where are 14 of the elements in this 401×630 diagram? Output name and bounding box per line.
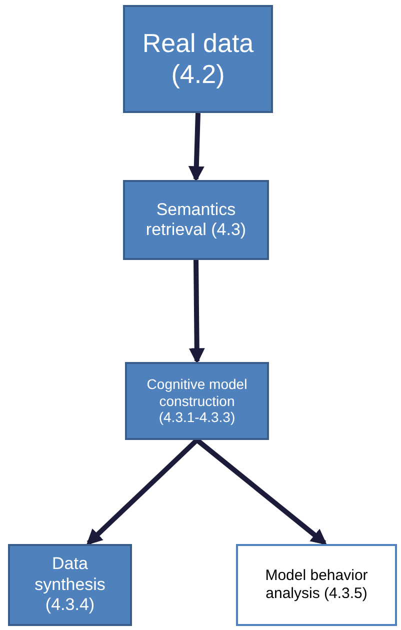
box-label: Model behavior analysis (4.3.5) (264, 567, 369, 603)
process-box (8, 544, 132, 626)
process-box (236, 544, 397, 626)
process-box (125, 362, 269, 440)
process-box (123, 180, 269, 260)
box-label: Semantics retrieval (4.3) (144, 200, 248, 240)
arrow (188, 260, 205, 364)
box-label: Real data (4.2) (141, 28, 255, 90)
process-box (123, 5, 273, 113)
arrow (86, 438, 199, 546)
box-label: Cognitive model construction (4.3.1-4.3.3) (146, 376, 248, 426)
box-label: Data synthesis (4.3.4) (34, 554, 106, 616)
arrow (188, 112, 204, 182)
arrow (195, 438, 328, 545)
